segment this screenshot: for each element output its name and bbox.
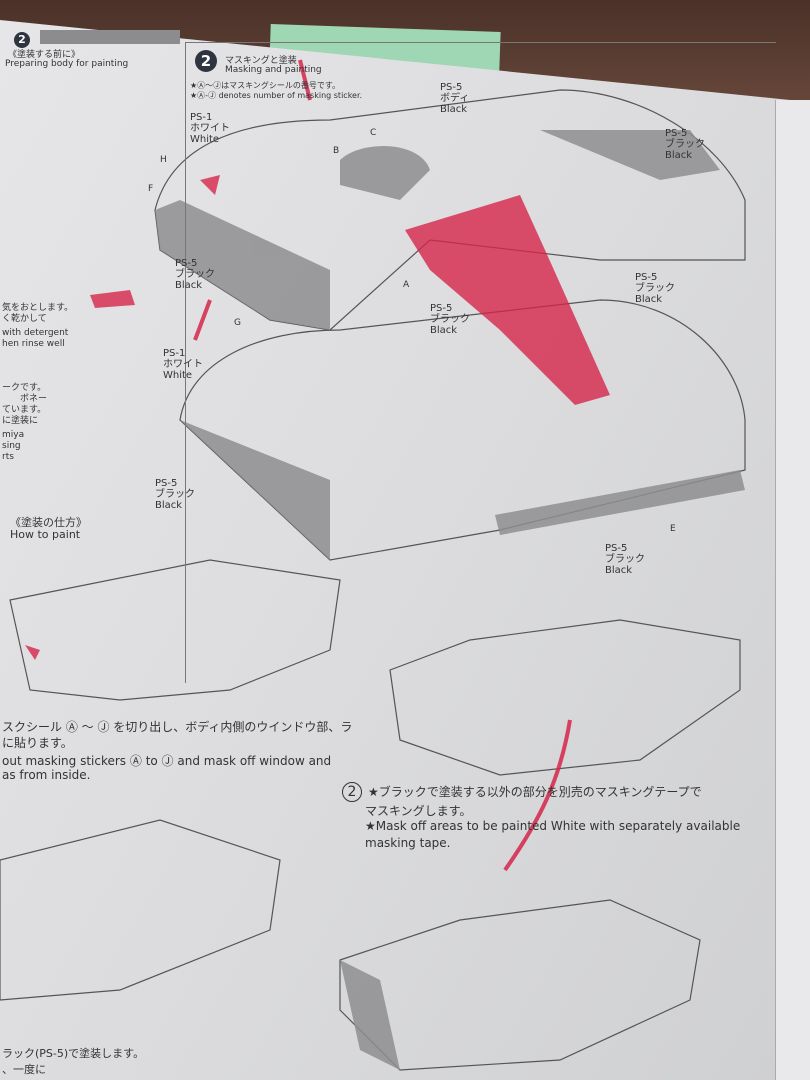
main-section-frame <box>185 42 776 683</box>
car-body-top-illustration <box>154 89 746 331</box>
prep-title-jp: 《塗装する前に》 <box>8 50 81 60</box>
left-step-badge: 2 <box>14 32 30 48</box>
sticker-letter: C <box>370 128 377 138</box>
sticker-letter: A <box>403 280 410 290</box>
wash-jp-2: く乾かして <box>2 314 47 324</box>
how-to-paint-en: How to paint <box>10 528 81 541</box>
step1-en-2: as from inside. <box>2 768 91 782</box>
note-fragment: miya <box>2 430 25 440</box>
sticker-letter: G <box>234 318 241 328</box>
sticker-letter: B <box>333 146 340 156</box>
red-paint-splatter <box>25 175 610 660</box>
sticker-letter: H <box>160 155 167 165</box>
step1-jp-1: スクシール Ⓐ 〜 Ⓙ を切り出し、ボディ内側のウインドウ部、ラ <box>2 720 353 734</box>
main-title-jp: マスキングと塗装 <box>225 56 297 66</box>
wash-jp-1: 気をおとします。 <box>2 303 74 313</box>
step2-en-2: masking tape. <box>365 836 451 850</box>
sticker-letter: F <box>148 184 154 194</box>
car-body-middle-illustration <box>179 299 746 561</box>
step2-line-jp-1: 2★ブラックで塗装する以外の部分を別売のマスキングテープで <box>342 782 702 802</box>
tub-illustration-right <box>389 619 741 776</box>
sticker-note-en: ★Ⓐ-Ⓙ denotes number of masking sticker. <box>190 91 363 100</box>
note-fragment: sing <box>2 441 21 451</box>
prep-title-en: Preparing body for painting <box>5 59 129 69</box>
bottom-jp-1: ラック(PS-5)で塗装します。 <box>2 1047 145 1060</box>
step1-en-1: out masking stickers Ⓐ to Ⓙ and mask off… <box>2 754 332 768</box>
note-fragment: ークです。 <box>2 383 47 393</box>
tub-illustration-bottom-left <box>0 819 281 1001</box>
main-step-badge: 2 <box>195 50 217 72</box>
wash-en-2: hen rinse well <box>2 339 65 349</box>
step2-jp-2: マスキングします。 <box>365 804 472 818</box>
header-bar <box>40 30 180 44</box>
step1-jp-2: に貼ります。 <box>2 736 73 750</box>
note-fragment: ています。 <box>2 405 47 415</box>
step2-en-1: ★Mask off areas to be painted White with… <box>365 819 741 833</box>
sticker-letter: E <box>670 524 676 534</box>
note-fragment: ボネー <box>20 394 48 404</box>
wash-en-1: with detergent <box>2 328 69 338</box>
bottom-jp-2: 、一度に <box>2 1063 46 1076</box>
note-fragment: に塗装に <box>2 416 39 426</box>
note-fragment: rts <box>2 452 14 462</box>
how-to-paint-jp: 《塗装の仕方》 <box>10 516 87 529</box>
tub-illustration-left <box>9 559 341 701</box>
main-title-en: Masking and painting <box>225 65 322 75</box>
adjacent-page <box>775 100 810 1080</box>
sticker-note-jp: ★Ⓐ〜Ⓙはマスキングシールの番号です。 <box>190 81 341 90</box>
